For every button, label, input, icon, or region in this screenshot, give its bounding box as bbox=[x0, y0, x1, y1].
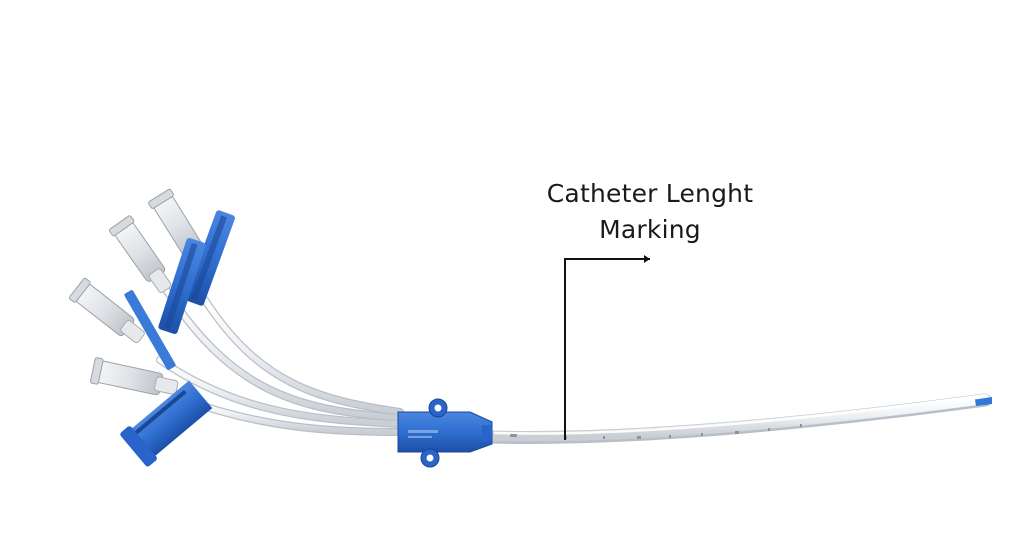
extension-lines bbox=[156, 276, 404, 436]
callout-pointer bbox=[564, 255, 650, 440]
catheter-main-tube bbox=[483, 393, 992, 444]
catheter-hub bbox=[397, 398, 493, 468]
catheter-tip bbox=[975, 397, 992, 406]
callout-line-2: Marking bbox=[599, 215, 701, 244]
callout-line-1: Catheter Lenght bbox=[546, 179, 754, 208]
luer-connectors bbox=[68, 188, 208, 396]
clamps bbox=[120, 210, 235, 467]
callout-label: Catheter Lenght Marking bbox=[540, 176, 760, 248]
